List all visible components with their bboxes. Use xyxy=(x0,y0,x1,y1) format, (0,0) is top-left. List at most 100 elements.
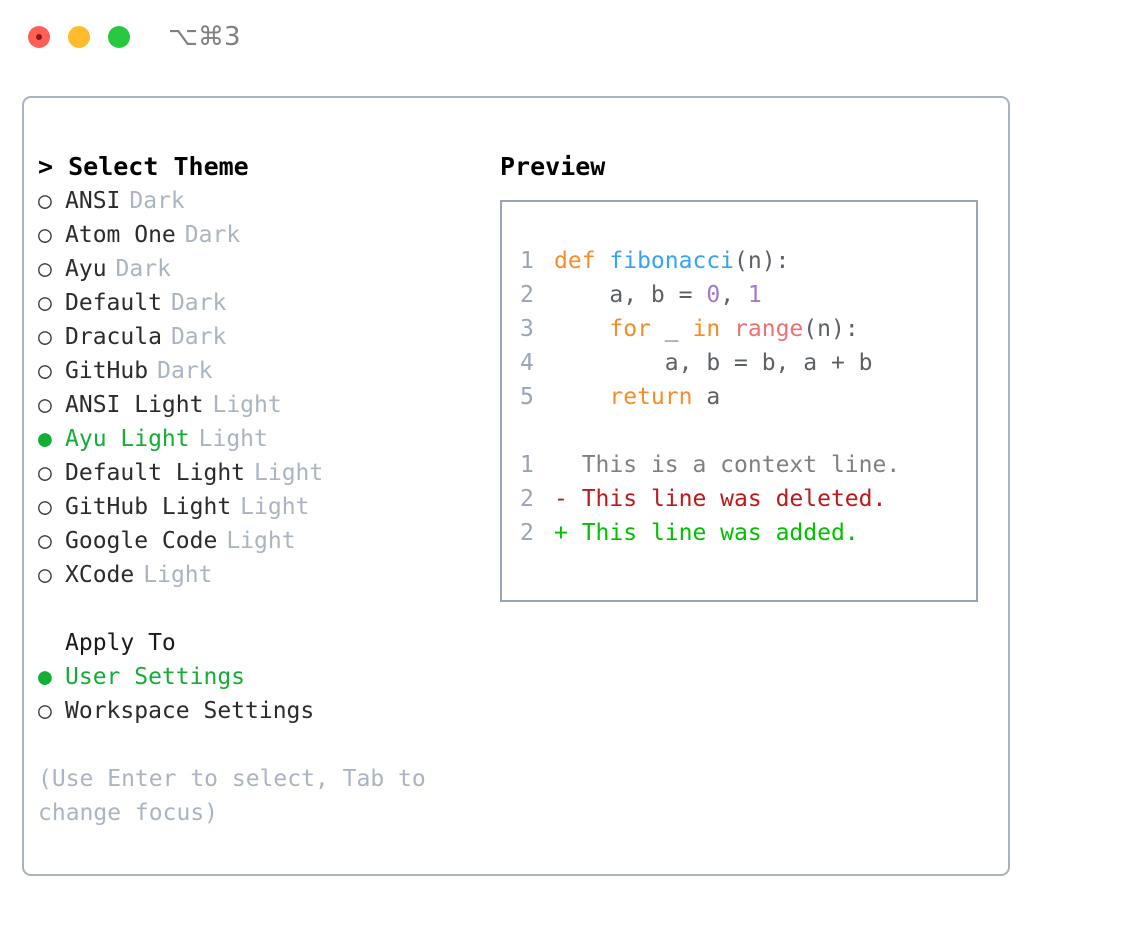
line-number: 2 xyxy=(520,520,534,546)
theme-name: Google Code xyxy=(65,528,218,554)
theme-name: Dracula xyxy=(65,324,162,350)
theme-name: Ayu Light xyxy=(65,426,190,452)
diff-line: 1 This is a context line. xyxy=(520,448,976,482)
diff-text: This line was added. xyxy=(581,520,859,546)
title-bar: ⌥⌘3 xyxy=(0,0,1140,78)
code-token-plain: _ xyxy=(650,316,693,342)
code-line: 2 a, b = 0, 1 xyxy=(520,278,976,312)
theme-category-label: Light xyxy=(198,426,268,452)
theme-category-label: Dark xyxy=(115,256,171,282)
line-number: 3 xyxy=(520,316,534,342)
line-number: 4 xyxy=(520,350,534,376)
theme-category-label: Dark xyxy=(129,188,185,214)
theme-list-item[interactable]: ○ Default Dark xyxy=(38,286,478,320)
diff-marker: + xyxy=(554,520,582,546)
theme-category-label: Dark xyxy=(170,324,227,350)
radio-unselected-icon: ○ xyxy=(38,358,52,384)
code-diff-separator xyxy=(520,414,976,448)
code-token-fn: fibonacci xyxy=(609,248,735,274)
radio-selected-icon: ● xyxy=(38,664,52,690)
diff-line: 2 + This line was added. xyxy=(520,516,976,550)
theme-category-label: Dark xyxy=(170,290,227,316)
theme-category-label: Light xyxy=(240,494,310,520)
select-theme-heading: > Select Theme xyxy=(38,152,249,181)
code-line: 5 return a xyxy=(520,380,976,414)
maximize-window-button[interactable] xyxy=(108,26,130,48)
theme-list-item[interactable]: ○ Default Light Light xyxy=(38,456,478,490)
radio-unselected-icon: ○ xyxy=(38,698,52,724)
line-number: 5 xyxy=(520,384,534,410)
radio-unselected-icon: ○ xyxy=(38,494,52,520)
theme-category-label: Light xyxy=(254,460,324,486)
apply-to-item[interactable]: ● User Settings xyxy=(38,660,478,694)
preview-heading: Preview xyxy=(500,152,606,181)
diff-sample: 1 This is a context line.2- This line wa… xyxy=(520,448,976,550)
theme-name: ANSI Light xyxy=(65,392,204,418)
theme-name: Default xyxy=(65,290,162,316)
theme-name: GitHub Light xyxy=(65,494,232,520)
diff-marker xyxy=(554,448,582,482)
theme-name: Default Light xyxy=(65,460,246,486)
code-token-kw: in xyxy=(692,316,721,342)
radio-unselected-icon: ○ xyxy=(38,256,52,282)
code-token-plain: , xyxy=(720,282,748,308)
line-number: 1 xyxy=(520,248,534,274)
minimize-window-button[interactable] xyxy=(68,26,90,48)
apply-to-label: User Settings xyxy=(65,664,246,690)
section-spacer xyxy=(38,592,478,626)
code-token-plain: a xyxy=(692,384,721,410)
theme-list-item[interactable]: ○ Ayu Dark xyxy=(38,252,478,286)
radio-unselected-icon: ○ xyxy=(38,324,52,350)
code-token-builtin: range xyxy=(734,316,804,342)
line-number: 2 xyxy=(520,486,534,512)
code-token-plain: a, b = b, a + b xyxy=(554,350,873,376)
theme-list-item[interactable]: ○ Dracula Dark xyxy=(38,320,478,354)
theme-name: XCode xyxy=(65,562,135,588)
apply-to-label: Workspace Settings xyxy=(65,698,315,724)
code-token-kw: def xyxy=(554,248,610,274)
close-window-button[interactable] xyxy=(28,26,50,48)
radio-unselected-icon: ○ xyxy=(38,392,52,418)
diff-text: This line was deleted. xyxy=(581,486,887,512)
code-token-plain: a, b = xyxy=(554,282,707,308)
code-line: 3 for _ in range(n): xyxy=(520,312,976,346)
diff-text: This is a context line. xyxy=(581,452,901,478)
diff-line: 2- This line was deleted. xyxy=(520,482,976,516)
line-number: 2 xyxy=(520,282,534,308)
theme-list-item[interactable]: ○ GitHub Light Light xyxy=(38,490,478,524)
radio-unselected-icon: ○ xyxy=(38,460,52,486)
code-token-kw: for xyxy=(609,316,651,342)
line-number: 1 xyxy=(520,452,534,478)
radio-unselected-icon: ○ xyxy=(38,290,52,316)
code-token-num: 0 xyxy=(706,282,721,308)
apply-to-list: ● User Settings ○ Workspace Settings xyxy=(38,660,478,728)
keyboard-shortcut-label: ⌥⌘3 xyxy=(168,22,241,52)
theme-category-label: Dark xyxy=(157,358,213,384)
theme-category-label: Light xyxy=(212,392,282,418)
code-token-plain xyxy=(554,380,609,414)
theme-list-item[interactable]: ○ ANSI Light Light xyxy=(38,388,478,422)
theme-category-label: Dark xyxy=(184,222,241,248)
diff-marker: - xyxy=(554,486,582,512)
code-token-plain xyxy=(720,312,734,346)
radio-unselected-icon: ○ xyxy=(38,188,52,214)
theme-name: Ayu xyxy=(65,256,107,282)
traffic-light-buttons xyxy=(28,26,130,48)
apply-to-item[interactable]: ○ Workspace Settings xyxy=(38,694,478,728)
radio-unselected-icon: ○ xyxy=(38,222,52,248)
